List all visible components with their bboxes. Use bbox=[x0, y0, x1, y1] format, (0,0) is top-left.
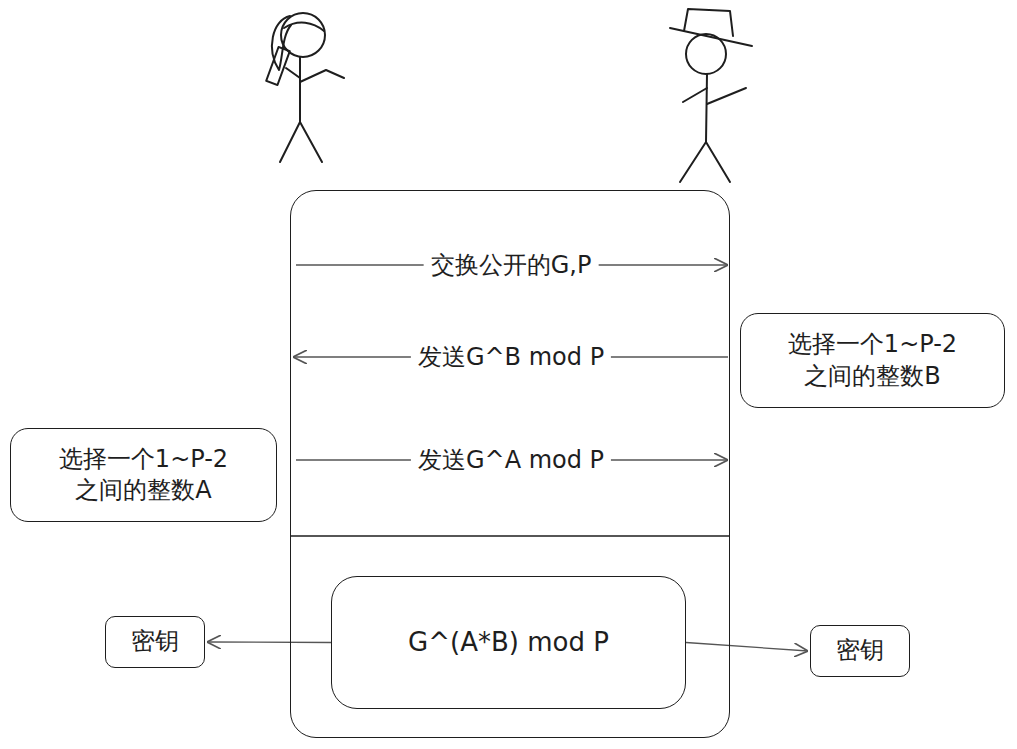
key-label: 密钥 bbox=[131, 626, 179, 657]
formula-text: G^(A*B) mod P bbox=[408, 626, 609, 660]
figure-head bbox=[686, 34, 726, 74]
woman-figure bbox=[266, 13, 344, 162]
figure-arm bbox=[683, 88, 707, 102]
figure-leg bbox=[280, 122, 300, 162]
phone-symbol bbox=[266, 47, 290, 85]
figure-arm bbox=[286, 68, 300, 78]
figure-leg bbox=[300, 122, 322, 162]
key-label: 密钥 bbox=[836, 635, 884, 666]
figure-arm bbox=[300, 70, 344, 82]
figure-leg bbox=[680, 142, 706, 182]
figure-hair bbox=[284, 23, 324, 31]
message-label: 交换公开的G,P bbox=[424, 250, 599, 281]
hat-crown bbox=[684, 9, 733, 36]
figure-body bbox=[706, 74, 707, 142]
step-text: 选择一个1~P-2 之间的整数B bbox=[760, 329, 985, 391]
step-text: 选择一个1~P-2 之间的整数A bbox=[31, 444, 256, 506]
figure-arm bbox=[707, 88, 746, 104]
key-box: 密钥 bbox=[810, 625, 910, 677]
hat-brim bbox=[670, 28, 752, 46]
figure-body bbox=[299, 57, 301, 122]
message-label: 发送G^A mod P bbox=[411, 445, 611, 476]
man-figure bbox=[670, 9, 752, 182]
message-label: 发送G^B mod P bbox=[411, 342, 611, 373]
figure-leg bbox=[706, 142, 730, 182]
key-arrow bbox=[686, 643, 808, 652]
step-box: 选择一个1~P-2 之间的整数A bbox=[10, 428, 277, 522]
key-box: 密钥 bbox=[105, 616, 205, 668]
step-box: 选择一个1~P-2 之间的整数B bbox=[740, 313, 1005, 408]
key-arrow bbox=[207, 641, 331, 643]
message-arrows bbox=[293, 265, 728, 460]
shared-secret-box: G^(A*B) mod P bbox=[331, 576, 686, 709]
figure-head bbox=[281, 13, 325, 57]
figure-ponytail bbox=[272, 16, 291, 70]
protocol-panel: 交换公开的G,P 发送G^B mod P 发送G^A mod P G^(A*B) mo… bbox=[290, 190, 730, 738]
divider-line bbox=[291, 535, 729, 536]
